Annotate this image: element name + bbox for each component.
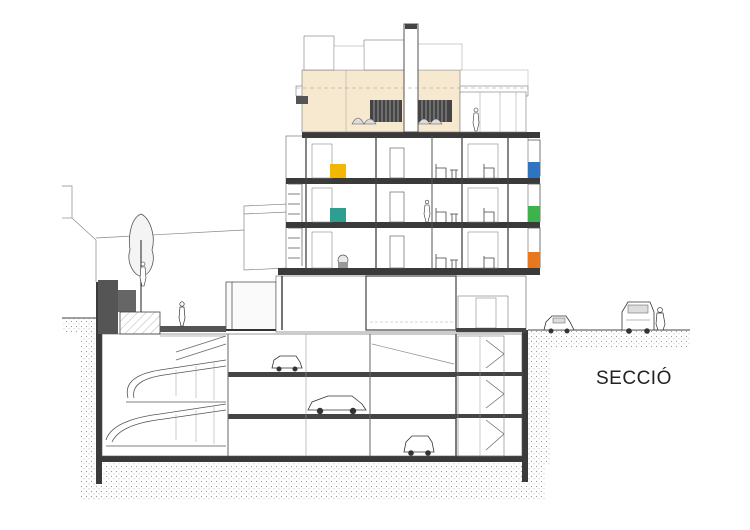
chair-icon [435, 164, 495, 268]
van-icon [621, 301, 655, 334]
person-icon [655, 307, 666, 331]
person-icon [423, 199, 431, 223]
basement-parking [101, 333, 523, 457]
plant-icon [351, 117, 443, 125]
car-icon [307, 395, 367, 415]
person-icon [139, 261, 147, 287]
retaining-walls [96, 282, 528, 484]
plant-icon [337, 254, 349, 268]
ground-earth [62, 317, 690, 500]
person-icon [472, 107, 480, 132]
car-icon [543, 315, 575, 334]
garden-planter [98, 280, 226, 337]
section-title: SECCIÓ [596, 368, 672, 389]
penthouse [295, 23, 529, 133]
residential-floors [278, 132, 541, 275]
neighbour-building-outline [62, 185, 289, 282]
car-icon [403, 435, 435, 456]
car-icon [271, 355, 303, 372]
spiral-ramp [105, 335, 227, 447]
person-icon [178, 301, 186, 327]
ground-floor [275, 275, 527, 333]
